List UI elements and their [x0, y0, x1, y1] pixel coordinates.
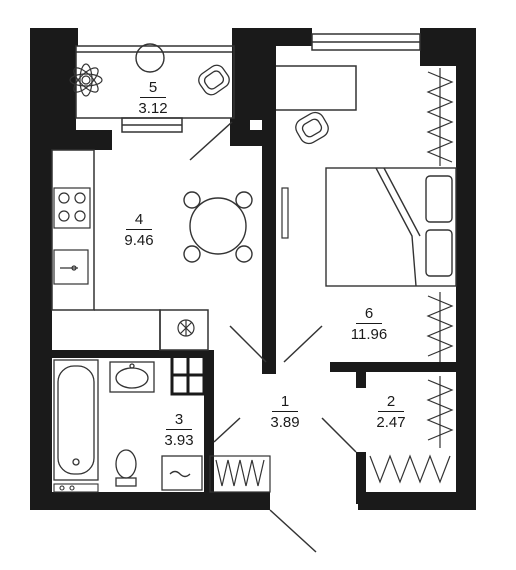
room-area: 3.89	[270, 414, 300, 431]
room-area: 11.96	[350, 326, 388, 343]
vent-shaft-icon	[170, 354, 206, 396]
room-number: 1	[272, 394, 298, 412]
wall-bath-right	[204, 350, 214, 492]
plant-icon	[69, 63, 103, 97]
wall-closet-left	[356, 452, 366, 504]
room-number: 5	[140, 80, 166, 98]
room-area: 3.93	[164, 432, 194, 449]
wall-kitchen-bedroom	[262, 46, 276, 366]
hall-column	[262, 364, 276, 374]
round-table-icon	[135, 43, 165, 73]
door-bath	[213, 417, 241, 443]
door-kitchen	[189, 121, 233, 161]
bed-icon	[325, 167, 457, 287]
kitchen-counter-top	[51, 149, 95, 311]
wall-closet-top	[330, 362, 456, 372]
room-area: 2.47	[376, 414, 406, 431]
room-number: 2	[378, 394, 404, 412]
door-entry	[269, 509, 317, 553]
bathtub-icon	[53, 359, 99, 481]
kitchen-counter-right	[159, 309, 209, 351]
outer-wall-bottom-left	[30, 492, 270, 510]
toilet-icon	[115, 449, 137, 487]
room-label-loggia: 5 3.12	[118, 80, 188, 116]
room-label-hall: 1 3.89	[250, 394, 320, 430]
room-number: 4	[126, 212, 152, 230]
walls	[30, 28, 476, 510]
room-label-bathroom: 3 3.93	[144, 412, 214, 448]
closet-hangers-icon	[369, 376, 454, 484]
hall-wardrobe-icon	[209, 455, 271, 493]
dining-table-icon	[183, 191, 253, 263]
room-number: 6	[356, 306, 382, 324]
wall-bath-top	[52, 350, 214, 358]
door-bedroom-swing	[229, 325, 267, 363]
room-label-closet: 2 2.47	[356, 394, 426, 430]
outer-wall-top-left	[30, 28, 78, 46]
thin-lines	[51, 33, 421, 553]
wardrobe-rail-icon	[426, 68, 454, 362]
washing-machine-icon	[161, 455, 203, 491]
bedroom-recess	[276, 65, 357, 111]
outer-wall-bottom-right	[358, 492, 476, 510]
fan-icon	[177, 319, 195, 337]
stove-icon	[53, 187, 91, 229]
outer-wall-left	[30, 28, 52, 510]
armchair-icon	[198, 64, 230, 96]
wall-kitchen-corner	[230, 130, 276, 146]
room-area: 9.46	[124, 232, 154, 249]
door-closet	[321, 417, 357, 453]
wall-closet-stub	[356, 372, 366, 388]
towel-rack-icon	[53, 483, 99, 493]
sink-icon	[53, 249, 89, 285]
room-area: 3.12	[138, 100, 168, 117]
kitchen-counter-bottom	[94, 309, 161, 350]
loggia-wall-bottom	[52, 130, 112, 150]
room-label-bedroom: 6 11.96	[334, 306, 404, 342]
room-label-kitchen: 4 9.46	[104, 212, 174, 248]
washbasin-icon	[109, 361, 155, 393]
outer-wall-right	[456, 28, 476, 510]
tv-stand-icon	[281, 187, 289, 239]
room-number: 3	[166, 412, 192, 430]
desk-chair-icon	[295, 111, 329, 145]
door-bedroom-swing-2	[283, 325, 323, 363]
